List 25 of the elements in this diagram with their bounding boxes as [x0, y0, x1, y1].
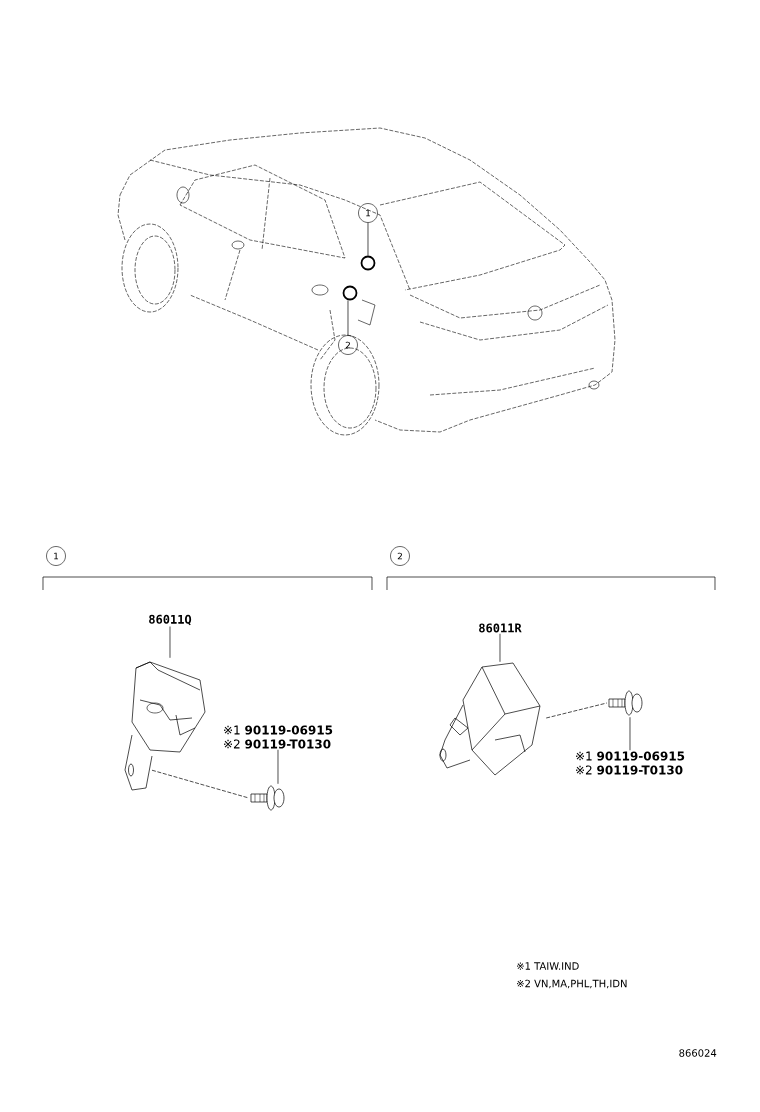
drawing-number: 866024: [679, 1049, 717, 1057]
part-number: ※1 90119-06915 ※2 90119-T0130: [576, 751, 685, 775]
callout-number: 2: [338, 335, 358, 355]
leader-line: [169, 626, 171, 659]
installation-line: [151, 769, 250, 799]
callout-number: 1: [46, 546, 66, 566]
callout-number: 2: [390, 546, 410, 566]
installation-line: [545, 702, 608, 719]
leader-line: [499, 633, 501, 663]
location-marker: [360, 255, 376, 271]
sensor-drawing: [124, 661, 206, 791]
part-number: 86011R: [479, 623, 522, 633]
leader-line: [277, 749, 279, 785]
bolt-drawing: [250, 785, 285, 811]
sensor-drawing: [439, 662, 541, 776]
part-number: ※1 90119-06915 ※2 90119-T0130: [224, 725, 333, 749]
leader-line: [629, 716, 631, 751]
leader-line: [347, 300, 349, 336]
callout-number: 1: [358, 203, 378, 223]
location-marker: [342, 285, 358, 301]
part-number: 86011Q: [149, 614, 192, 626]
bolt-drawing: [608, 690, 643, 716]
leader-line: [367, 222, 369, 256]
note-text: ※2 VN,MA,PHL,TH,IDN: [517, 979, 627, 989]
note-text: ※1 TAIW.IND: [517, 962, 579, 970]
